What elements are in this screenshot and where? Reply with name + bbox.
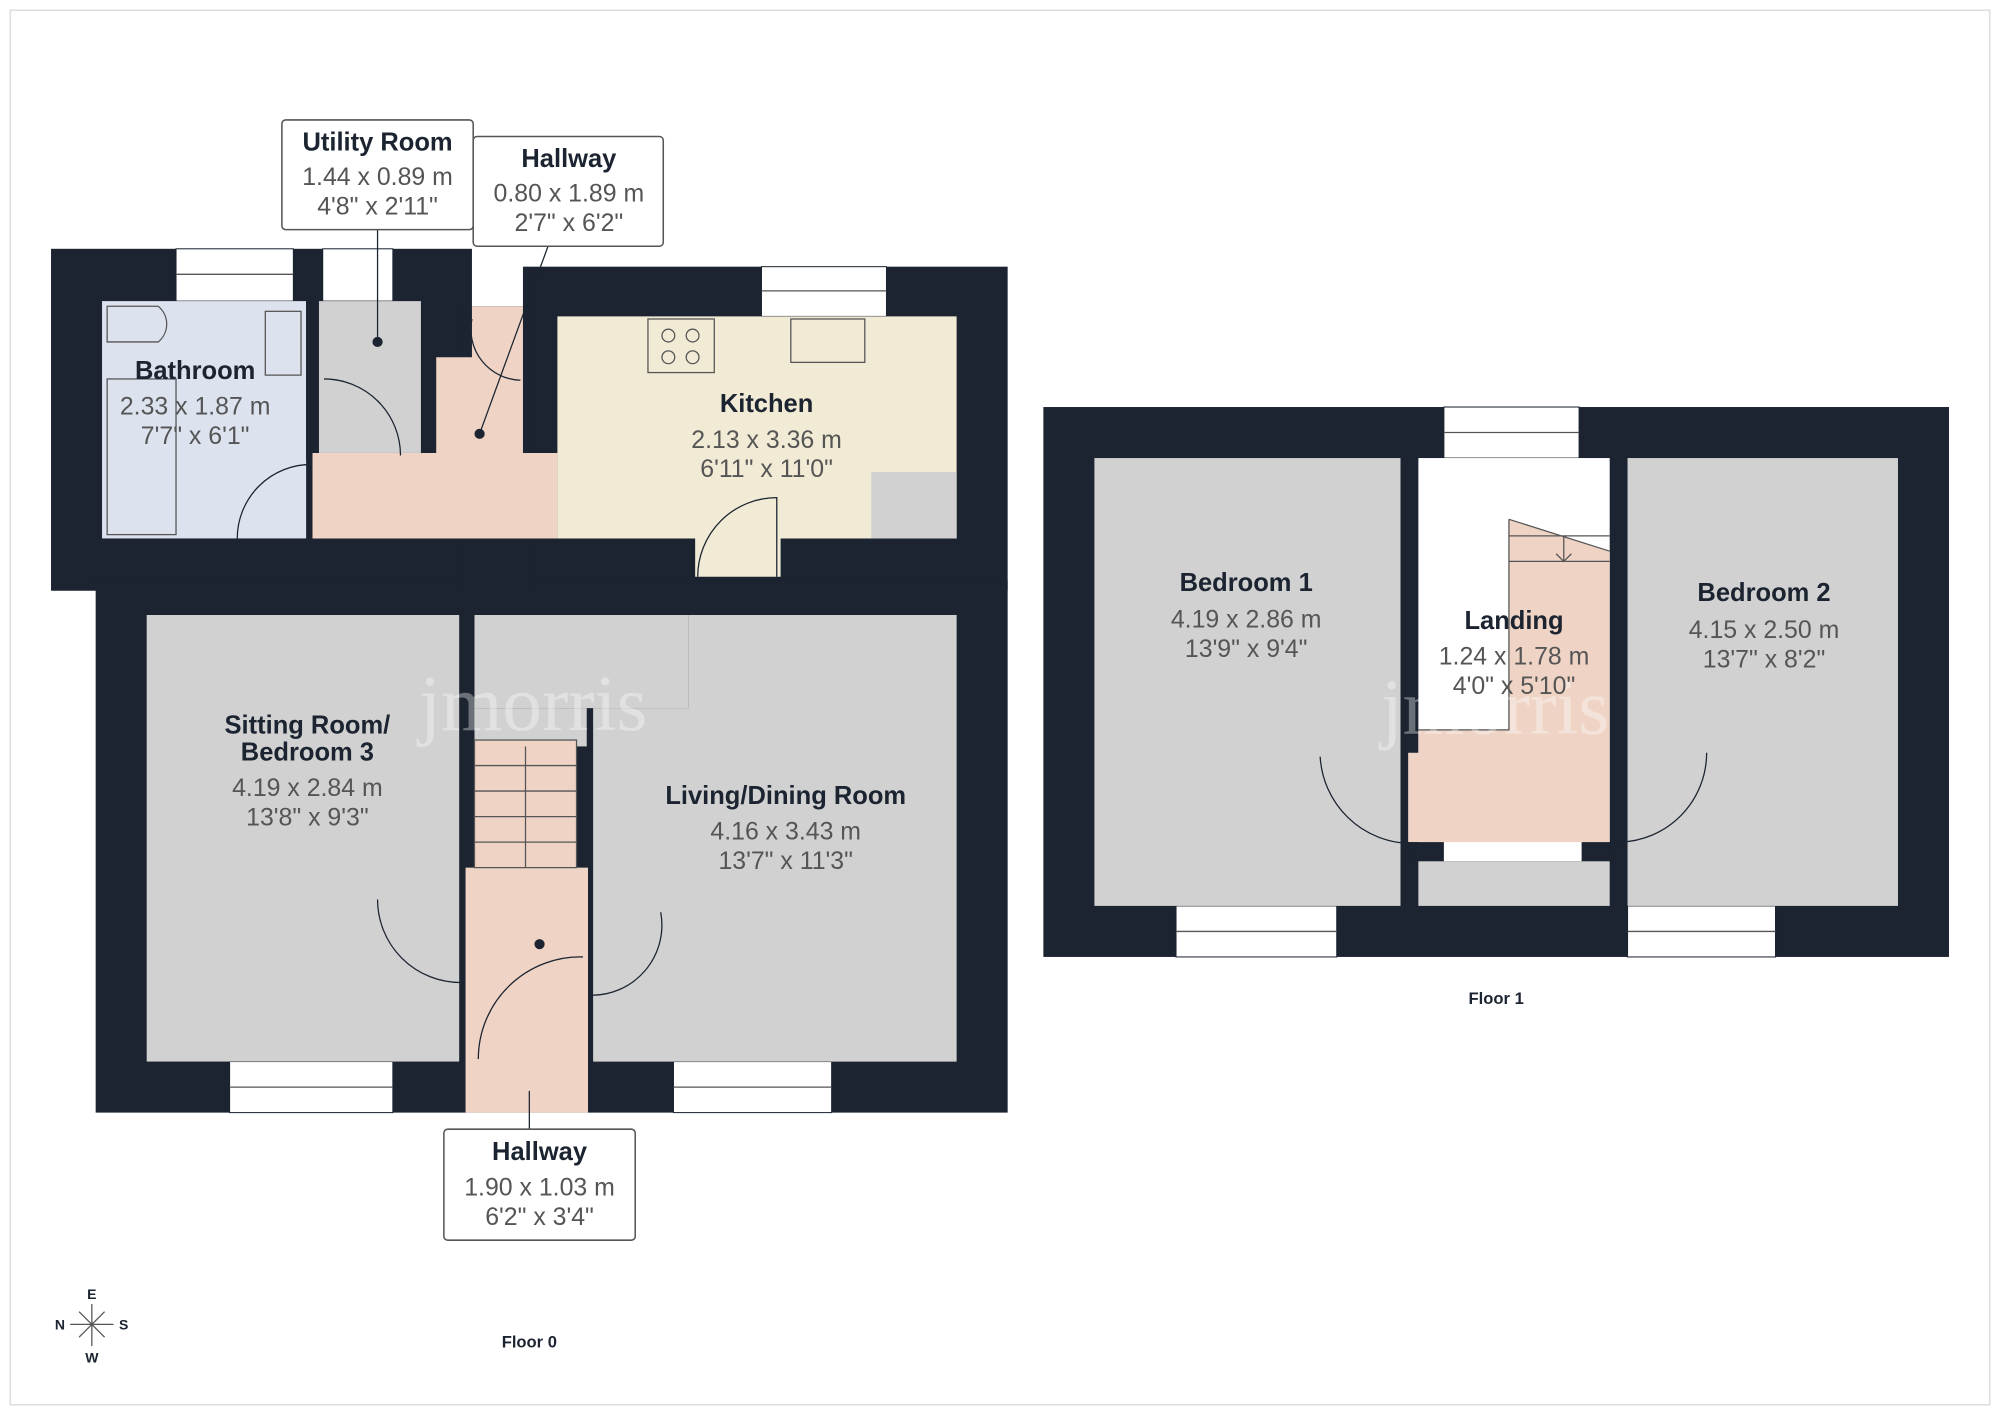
svg-text:13'9" x 9'4": 13'9" x 9'4" (1185, 635, 1307, 663)
stairs (473, 739, 578, 869)
label-utility-room: Utility Room 1.44 x 0.89 m 4'8" x 2'11" (281, 119, 474, 231)
room-bedroom-2 (1627, 458, 1898, 906)
svg-text:Sitting Room/: Sitting Room/ (225, 712, 391, 740)
svg-text:13'7" x 8'2": 13'7" x 8'2" (1703, 645, 1825, 673)
svg-text:W: W (85, 1350, 99, 1366)
svg-text:1.24 x 1.78 m: 1.24 x 1.78 m (1439, 643, 1590, 671)
svg-text:Hallway: Hallway (521, 145, 617, 173)
room-utility (318, 301, 421, 453)
room-bathroom (102, 301, 307, 539)
svg-text:4.19 x 2.86 m: 4.19 x 2.86 m (1171, 606, 1322, 634)
svg-text:13'7" x 11'3": 13'7" x 11'3" (718, 847, 852, 875)
svg-text:Hallway: Hallway (492, 1138, 588, 1166)
svg-text:4.16 x 3.43 m: 4.16 x 3.43 m (710, 818, 861, 846)
floor-0-label: Floor 0 (502, 1332, 557, 1351)
cupboard (871, 472, 957, 539)
svg-text:4.15 x 2.50 m: 4.15 x 2.50 m (1689, 616, 1840, 644)
label-hallway-rear: Hallway 0.80 x 1.89 m 2'7" x 6'2" (472, 135, 665, 248)
compass-icon: E N S W (55, 1286, 129, 1366)
svg-text:2.33 x 1.87 m: 2.33 x 1.87 m (120, 393, 271, 421)
svg-text:1.44 x 0.89 m: 1.44 x 0.89 m (302, 163, 453, 191)
svg-text:N: N (55, 1317, 65, 1333)
room-hallway-rear (312, 306, 558, 539)
svg-text:4'8" x 2'11": 4'8" x 2'11" (317, 192, 438, 220)
svg-text:Bedroom 3: Bedroom 3 (241, 738, 374, 766)
svg-text:Landing: Landing (1464, 607, 1563, 635)
svg-text:E: E (87, 1286, 96, 1302)
svg-text:S: S (119, 1317, 128, 1333)
svg-text:6'2" x 3'4": 6'2" x 3'4" (485, 1203, 594, 1231)
svg-text:Bedroom 1: Bedroom 1 (1180, 569, 1313, 597)
svg-text:Utility Room: Utility Room (302, 129, 452, 157)
floor-0: jmorris Utility Room 1.44 x 0.89 m 4'8" … (51, 119, 1008, 1351)
watermark: jmorris (416, 661, 647, 748)
svg-text:1.90 x 1.03 m: 1.90 x 1.03 m (464, 1174, 615, 1202)
window (760, 266, 887, 317)
svg-text:Kitchen: Kitchen (720, 390, 814, 418)
svg-text:jmorris: jmorris (1378, 665, 1609, 752)
svg-text:2.13 x 3.36 m: 2.13 x 3.36 m (691, 426, 842, 454)
svg-text:Bedroom 2: Bedroom 2 (1697, 579, 1830, 607)
label-hallway-front: Hallway 1.90 x 1.03 m 6'2" x 3'4" (443, 1128, 636, 1241)
svg-text:2'7" x 6'2": 2'7" x 6'2" (515, 209, 624, 237)
room-bedroom-1 (1094, 458, 1401, 906)
svg-text:Living/Dining Room: Living/Dining Room (665, 782, 906, 810)
svg-text:Bathroom: Bathroom (135, 357, 255, 385)
svg-text:7'7" x 6'1": 7'7" x 6'1" (141, 422, 250, 450)
svg-text:13'8" x 9'3": 13'8" x 9'3" (246, 804, 368, 832)
room-hallway-front (465, 867, 589, 1113)
svg-text:4'0" x 5'10": 4'0" x 5'10" (1453, 672, 1575, 700)
room-kitchen (557, 316, 957, 577)
floor-1-label: Floor 1 (1469, 989, 1524, 1008)
svg-text:4.19 x 2.84 m: 4.19 x 2.84 m (232, 774, 383, 802)
room-living-dining (474, 614, 957, 1062)
svg-text:6'11" x 11'0": 6'11" x 11'0" (700, 455, 833, 483)
floor-1: jmorris Bedroom 1 4.19 x 2.86 m 13'9" x … (1043, 406, 1949, 1008)
svg-text:0.80 x 1.89 m: 0.80 x 1.89 m (494, 180, 645, 208)
room-sitting-room (146, 614, 460, 1062)
window (322, 248, 394, 302)
